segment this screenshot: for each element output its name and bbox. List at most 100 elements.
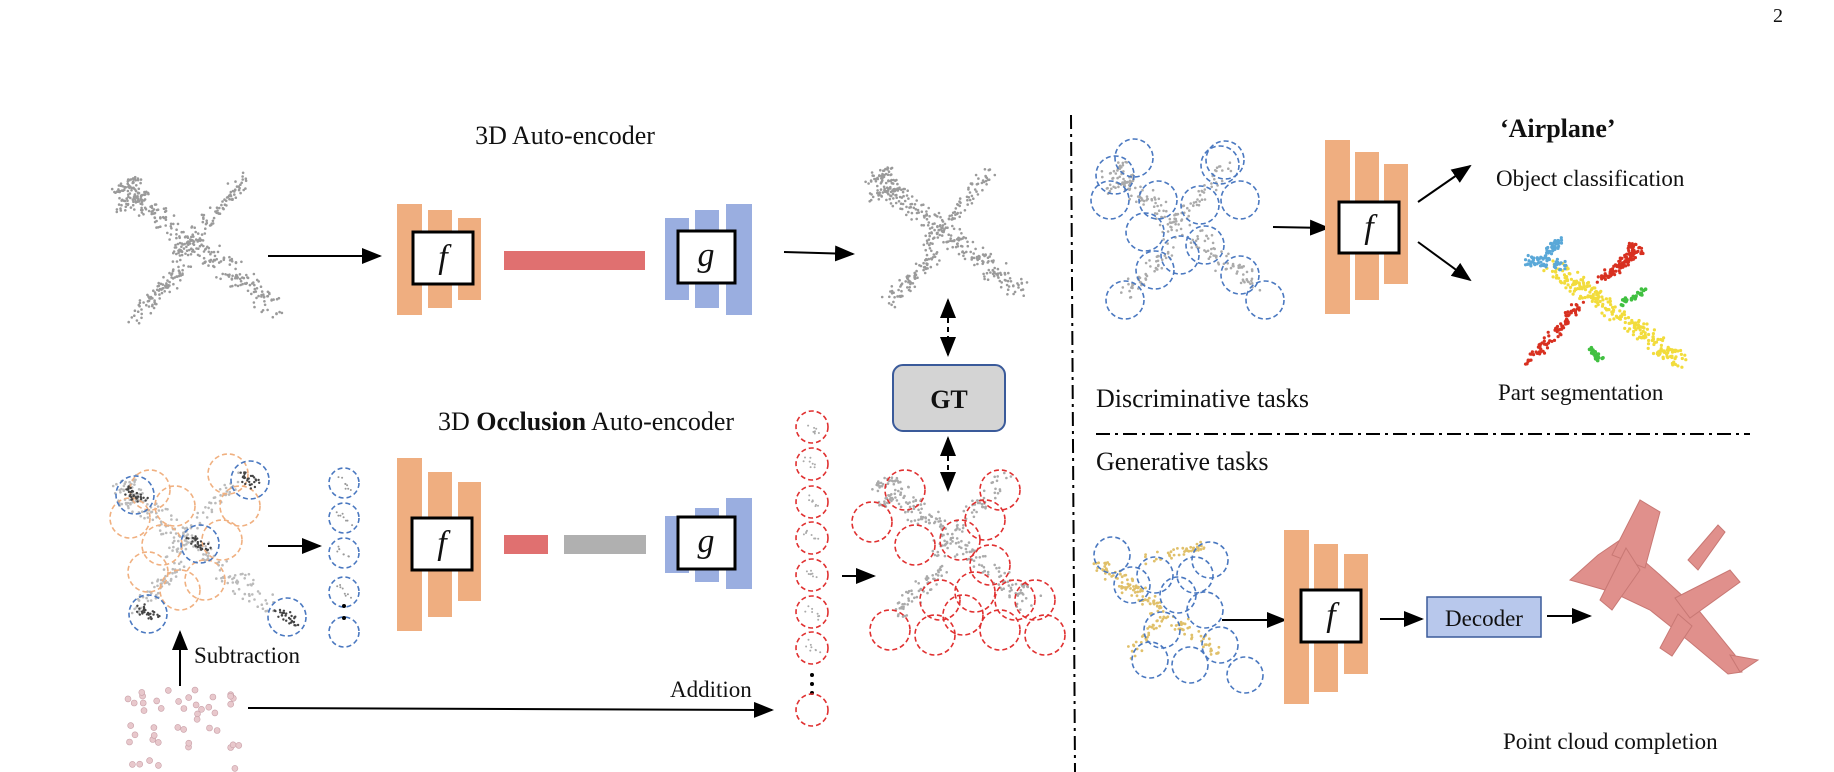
point	[920, 517, 924, 521]
point	[819, 651, 822, 654]
point	[919, 503, 923, 506]
point	[156, 591, 160, 595]
point	[237, 587, 241, 591]
patch-circle	[1205, 140, 1245, 180]
point	[886, 190, 889, 193]
point	[1656, 337, 1660, 341]
point	[1121, 163, 1125, 167]
point	[1591, 294, 1595, 298]
point	[1147, 596, 1151, 600]
point	[172, 222, 175, 226]
point	[233, 188, 237, 192]
point	[1162, 615, 1166, 619]
point	[263, 300, 266, 303]
point	[1662, 349, 1666, 353]
patch-circle	[180, 524, 220, 564]
point	[138, 299, 142, 302]
point	[1144, 562, 1148, 566]
point	[1146, 197, 1149, 201]
point	[162, 286, 165, 290]
point	[913, 285, 917, 289]
point	[254, 290, 258, 293]
point	[146, 293, 149, 297]
point	[996, 492, 1000, 495]
point	[916, 522, 920, 526]
point	[265, 602, 269, 605]
point	[900, 607, 903, 610]
point	[1129, 587, 1132, 590]
point	[155, 219, 158, 223]
patch-circle	[201, 519, 243, 561]
point	[240, 260, 243, 264]
point	[164, 207, 168, 210]
point	[1639, 332, 1643, 336]
point	[176, 550, 179, 553]
point	[178, 248, 181, 251]
point	[168, 582, 171, 586]
point	[807, 638, 810, 641]
point	[1535, 351, 1539, 355]
point	[943, 519, 947, 522]
point	[1644, 335, 1648, 339]
point	[1588, 294, 1593, 298]
point	[1221, 169, 1224, 172]
point	[262, 293, 265, 296]
point	[1532, 256, 1536, 260]
point	[190, 226, 193, 229]
point	[1126, 585, 1129, 589]
point	[956, 211, 959, 215]
point	[170, 272, 174, 275]
point	[906, 278, 910, 281]
point	[289, 611, 292, 614]
point	[1542, 336, 1546, 340]
point	[136, 178, 140, 182]
point	[889, 202, 893, 205]
point	[883, 476, 886, 480]
point	[1611, 305, 1615, 309]
point	[151, 518, 155, 522]
point	[960, 539, 963, 543]
point	[138, 304, 141, 308]
point	[197, 548, 200, 552]
point	[1552, 338, 1557, 342]
point	[923, 271, 927, 275]
point	[1552, 241, 1556, 245]
point	[184, 547, 188, 551]
point	[186, 253, 190, 257]
point	[1021, 593, 1025, 596]
point	[1004, 279, 1008, 282]
point	[237, 471, 240, 475]
point	[966, 240, 969, 244]
point	[124, 493, 127, 496]
point	[1550, 269, 1555, 273]
point	[135, 491, 139, 495]
point	[1197, 548, 1200, 552]
patch-circle	[109, 497, 151, 539]
point	[886, 166, 889, 169]
point	[1618, 256, 1622, 260]
point	[882, 169, 886, 172]
point	[115, 210, 119, 214]
point	[1199, 634, 1203, 638]
point	[231, 581, 235, 584]
point	[135, 319, 139, 322]
point	[236, 276, 239, 280]
point	[890, 289, 894, 293]
point	[1138, 195, 1142, 199]
point	[878, 485, 882, 488]
point	[906, 518, 910, 522]
point	[993, 173, 997, 177]
point	[958, 227, 962, 231]
point	[1577, 281, 1581, 285]
point	[255, 296, 258, 300]
point	[970, 258, 973, 261]
point	[196, 540, 199, 544]
patch-circle	[1136, 556, 1174, 594]
point	[230, 260, 234, 263]
decoder-bottom: g	[665, 498, 752, 589]
point	[1564, 318, 1568, 322]
point	[925, 578, 928, 581]
point	[236, 480, 240, 484]
point	[1174, 217, 1178, 221]
point	[919, 588, 922, 591]
